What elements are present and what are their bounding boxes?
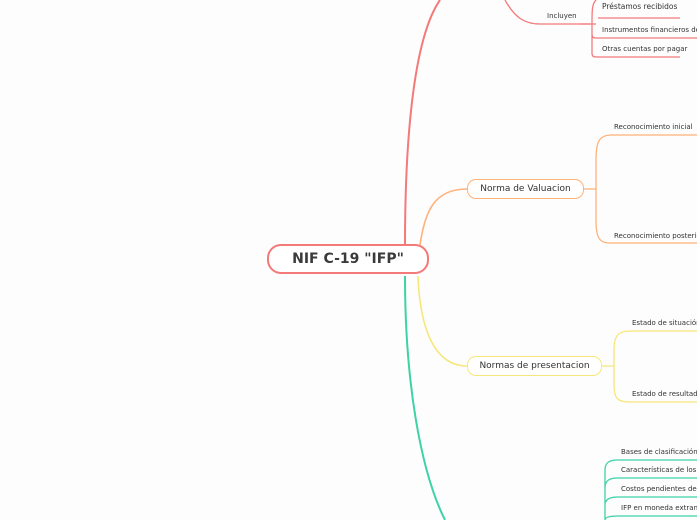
incluyen-label[interactable]: Incluyen bbox=[547, 12, 577, 20]
orange-bracket bbox=[584, 134, 697, 244]
red-incluyen-curve bbox=[504, 0, 590, 25]
orange-branch-line bbox=[419, 188, 468, 246]
topic-prestamos-recibidos[interactable]: Préstamos recibidos bbox=[602, 2, 678, 11]
red-branch-line bbox=[404, 0, 441, 246]
topic-instrumentos-financieros[interactable]: Instrumentos financieros de bbox=[602, 26, 697, 34]
red-children-bracket bbox=[580, 0, 697, 58]
central-topic[interactable]: NIF C-19 "IFP" bbox=[267, 244, 429, 274]
topic-ifp-moneda-extranjera[interactable]: IFP en moneda extran bbox=[621, 504, 697, 512]
green-branch-line bbox=[404, 275, 446, 520]
topic-estado-situacion[interactable]: Estado de situación bbox=[632, 319, 697, 327]
yellow-bracket bbox=[602, 330, 697, 403]
topic-costos-pendientes[interactable]: Costos pendientes de bbox=[621, 485, 697, 493]
green-bracket bbox=[604, 459, 697, 520]
topic-reconocimiento-inicial[interactable]: Reconocimiento inicial bbox=[614, 123, 693, 131]
node-norma-valuacion[interactable]: Norma de Valuacion bbox=[467, 179, 584, 199]
topic-reconocimiento-posterior[interactable]: Reconocimiento posterior bbox=[614, 232, 697, 240]
topic-otras-cuentas[interactable]: Otras cuentas por pagar bbox=[602, 45, 688, 53]
topic-bases-clasificacion[interactable]: Bases de clasificación bbox=[621, 448, 697, 456]
topic-estado-resultados[interactable]: Estado de resultad bbox=[632, 390, 697, 398]
node-normas-presentacion[interactable]: Normas de presentacion bbox=[467, 356, 602, 376]
topic-caracteristicas[interactable]: Características de los bbox=[621, 466, 697, 474]
yellow-branch-line bbox=[417, 275, 468, 367]
